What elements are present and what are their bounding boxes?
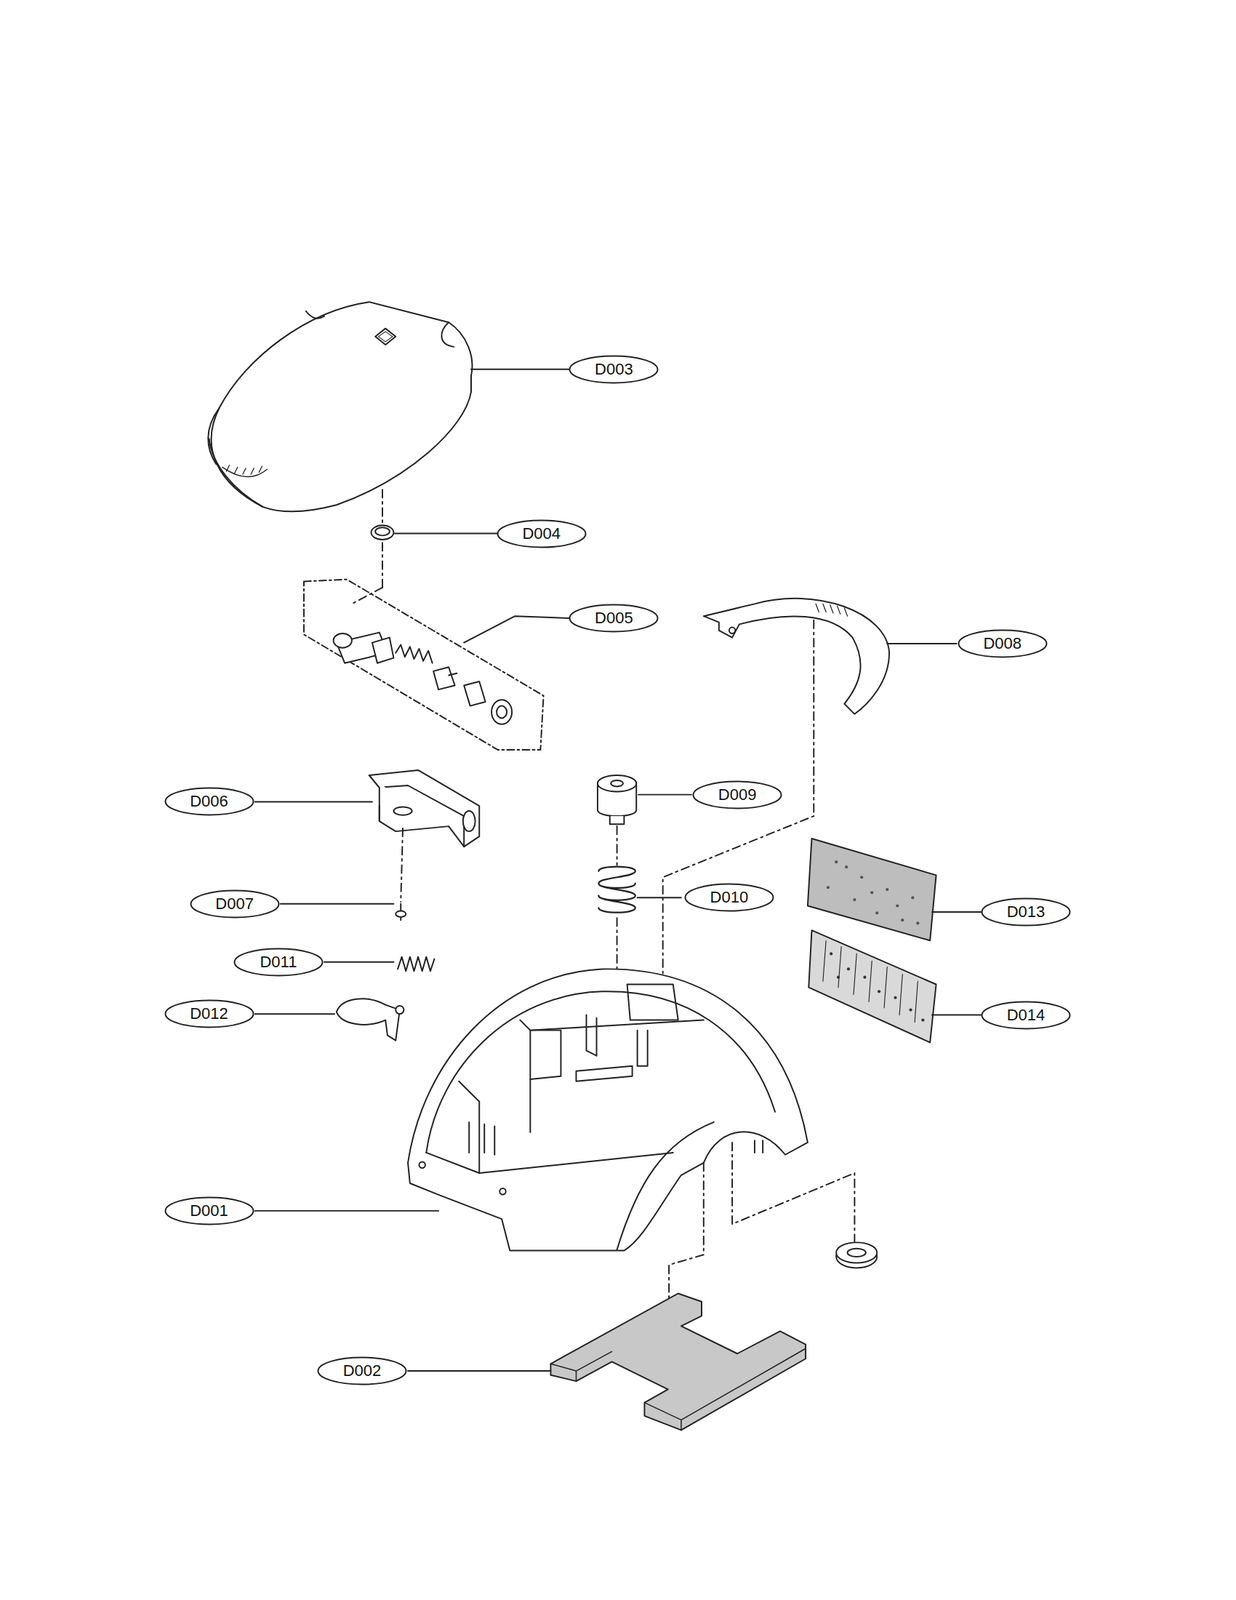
cap — [597, 775, 637, 824]
callout-oval: D007 — [189, 889, 280, 919]
callout-number: D008 — [982, 635, 1022, 652]
oval-outline — [570, 355, 658, 383]
oval-outline — [684, 884, 773, 912]
callout-oval: D006 — [164, 786, 255, 816]
callout-oval: D003 — [568, 354, 659, 384]
oval-outline — [190, 889, 279, 917]
latch-assembly — [333, 632, 512, 725]
callout-oval: D012 — [164, 998, 255, 1029]
oval-outline — [165, 1000, 254, 1028]
oval-outline — [165, 788, 254, 816]
callout-oval: D010 — [684, 882, 775, 912]
oval-outline — [234, 948, 323, 975]
callout-number: D013 — [1006, 903, 1046, 920]
callout-oval: D014 — [980, 1000, 1071, 1030]
callout-oval: D013 — [980, 897, 1071, 927]
bracket — [369, 769, 480, 847]
top-cover — [207, 301, 472, 512]
callout-oval: D001 — [164, 1196, 255, 1226]
callout-oval: D002 — [316, 1355, 408, 1386]
callout-number: D001 — [189, 1202, 229, 1219]
oval-outline — [958, 630, 1047, 658]
callout-number: D011 — [259, 953, 297, 970]
callout-oval: D004 — [496, 519, 587, 549]
oval-outline — [497, 519, 586, 547]
oval-outline — [317, 1357, 406, 1385]
oval-outline — [693, 780, 782, 808]
callout-oval: D009 — [692, 780, 783, 810]
callout-number: D007 — [215, 895, 254, 912]
oval-outline — [570, 604, 658, 632]
callout-number: D014 — [1006, 1006, 1046, 1023]
oval-outline — [982, 897, 1071, 925]
oval-outline — [165, 1196, 254, 1224]
callout-oval: D011 — [233, 947, 324, 977]
callout-oval: D005 — [568, 603, 659, 633]
callout-number: D006 — [189, 793, 229, 810]
callout-number: D009 — [718, 786, 757, 803]
callout-number: D002 — [343, 1362, 382, 1379]
main-body — [407, 968, 808, 1250]
callout-number: D012 — [189, 1005, 229, 1022]
callout-oval: D008 — [957, 628, 1048, 658]
callout-number: D005 — [594, 610, 634, 626]
oval-outline — [982, 1001, 1071, 1029]
callout-number: D004 — [522, 525, 561, 542]
callout-number: D010 — [710, 889, 749, 906]
callout-number: D003 — [594, 361, 634, 378]
